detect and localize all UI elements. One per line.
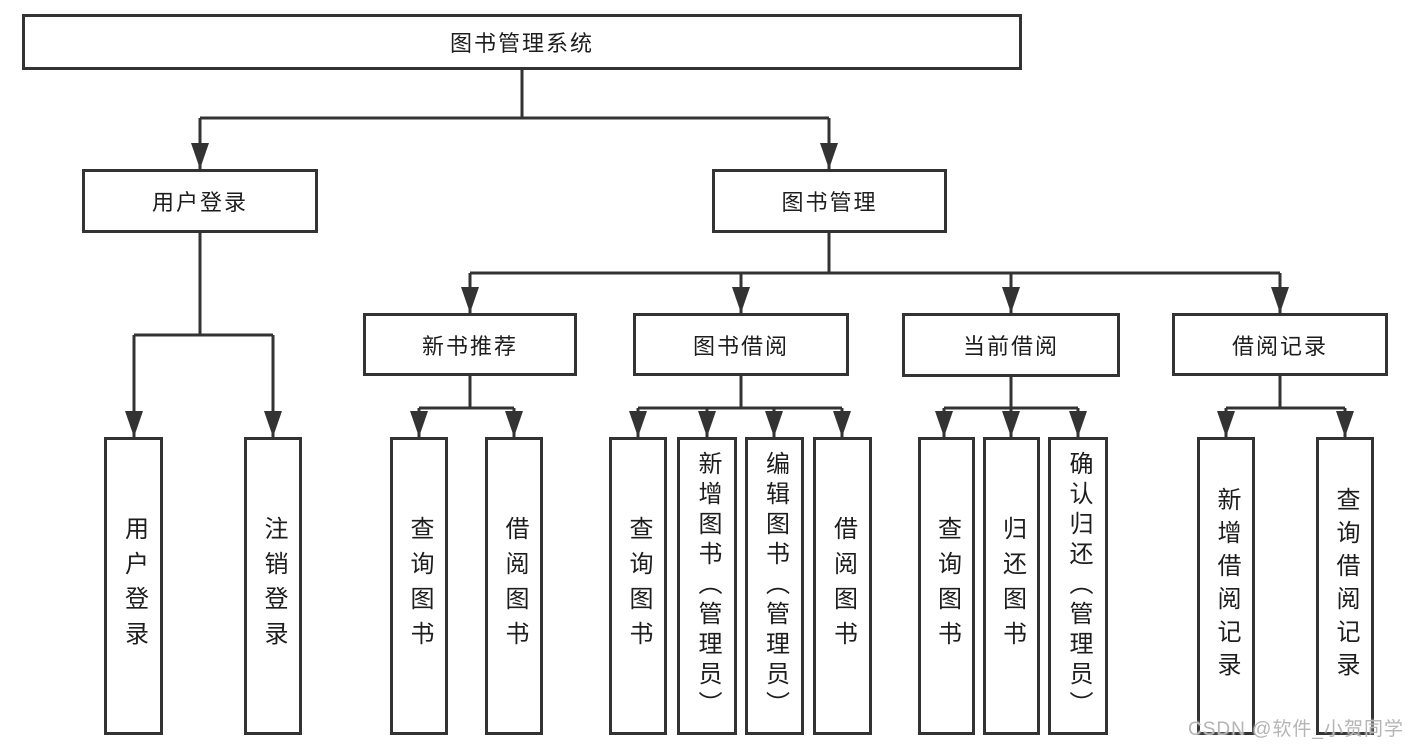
- leaf-query-books-current: 查询图书: [918, 437, 975, 735]
- leaf-add-borrow-record: 新增借阅记录: [1197, 437, 1255, 735]
- leaf-add-books-admin-label: 新增图书（管理员）: [694, 451, 721, 721]
- csdn-watermark: CSDN @软件_小贺同学: [1188, 719, 1404, 740]
- leaf-borrow-books-borrowing: 借阅图书: [813, 437, 872, 735]
- leaf-return-books-label: 归还图书: [998, 516, 1026, 656]
- leaf-query-borrow-record: 查询借阅记录: [1316, 437, 1374, 735]
- leaf-query-books-recommend-label: 查询图书: [406, 516, 433, 656]
- node-book-management-branch: 图书管理: [712, 169, 947, 233]
- leaf-borrow-books-borrowing-label: 借阅图书: [829, 516, 857, 656]
- leaf-confirm-return-admin: 确认归还（管理员）: [1048, 437, 1108, 735]
- node-current-borrowing: 当前借阅: [902, 313, 1120, 377]
- node-borrowing-records: 借阅记录: [1172, 313, 1388, 376]
- leaf-query-books-borrowing: 查询图书: [609, 437, 667, 735]
- node-new-book-recommendation: 新书推荐: [363, 313, 577, 376]
- leaf-return-books: 归还图书: [983, 437, 1040, 735]
- leaf-add-borrow-record-label: 新增借阅记录: [1213, 487, 1240, 685]
- leaf-user-login-label: 用户登录: [120, 516, 148, 656]
- leaf-query-books-recommend: 查询图书: [390, 437, 448, 735]
- leaf-query-books-borrowing-label: 查询图书: [625, 516, 652, 656]
- node-book-borrowing: 图书借阅: [633, 313, 849, 376]
- leaf-borrow-books-recommend: 借阅图书: [485, 437, 543, 735]
- connector-trunks: [134, 70, 1345, 410]
- leaf-add-books-admin: 新增图书（管理员）: [677, 437, 737, 735]
- node-library-management-system: 图书管理系统: [22, 14, 1022, 70]
- connector-arrows: [125, 118, 1354, 437]
- leaf-user-login: 用户登录: [104, 437, 163, 735]
- leaf-edit-books-admin-label: 编辑图书（管理员）: [761, 451, 789, 721]
- leaf-borrow-books-recommend-label: 借阅图书: [501, 516, 528, 656]
- leaf-confirm-return-admin-label: 确认归还（管理员）: [1065, 451, 1092, 721]
- leaf-query-borrow-record-label: 查询借阅记录: [1332, 487, 1359, 685]
- leaf-query-books-current-label: 查询图书: [933, 516, 961, 656]
- leaf-logout-label: 注销登录: [260, 516, 287, 656]
- leaf-edit-books-admin: 编辑图书（管理员）: [745, 437, 804, 735]
- leaf-logout: 注销登录: [244, 437, 302, 735]
- node-user-login-branch: 用户登录: [82, 169, 318, 233]
